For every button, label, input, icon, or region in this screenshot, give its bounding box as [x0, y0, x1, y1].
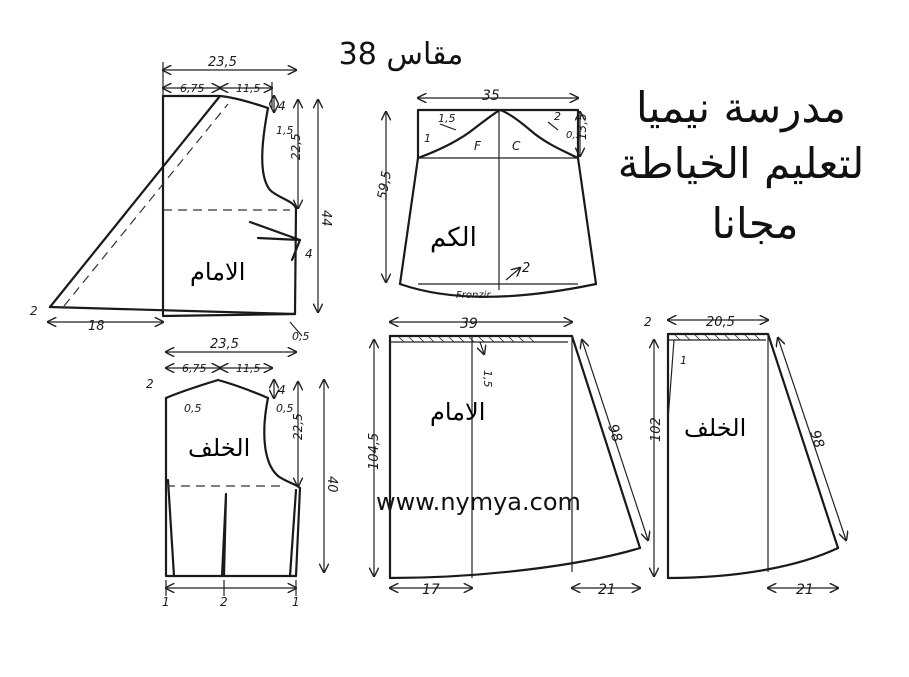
bodice-back-neck-drop: 2 — [146, 377, 154, 391]
sleeve-hem-curve: 2 — [522, 261, 530, 276]
sleeve-length: 59,5 — [375, 170, 395, 201]
school-free: مجانا — [711, 199, 799, 248]
skirt-back-hem-right: 21 — [796, 582, 814, 598]
skirt-front-label: الامام — [430, 398, 485, 426]
sleeve-width: 35 — [482, 88, 500, 104]
school-subtitle: لتعليم الخياطة — [617, 139, 865, 188]
bodice-back-armhole: 22,5 — [291, 413, 305, 440]
sleeve-left-curve: 1,5 — [438, 112, 456, 125]
bodice-front-width: 23,5 — [208, 55, 237, 70]
bodice-back-piece — [166, 352, 324, 596]
bodice-front-dart: 4 — [305, 247, 313, 261]
skirt-front-length: 104,5 — [367, 433, 382, 470]
skirt-front-hem-left: 17 — [422, 582, 440, 598]
skirt-front-piece — [374, 322, 648, 588]
bodice-back-hem-mid: 2 — [220, 595, 228, 609]
sleeve-piece — [386, 98, 598, 298]
bodice-back-neck-curve: 0,5 — [184, 402, 202, 415]
bodice-front-shoulder-w: 11,5 — [236, 82, 261, 95]
bodice-front-drop: 4 — [278, 99, 286, 113]
skirt-back-side: 98 — [806, 428, 827, 450]
skirt-back-width: 20,5 — [706, 315, 735, 330]
bodice-back-neck-w: 6,75 — [182, 362, 207, 375]
bodice-back-length: 40 — [324, 476, 339, 493]
skirt-front-hem-right: 21 — [598, 582, 616, 598]
skirt-front-side: 98 — [604, 422, 625, 444]
sleeve-label: الكم — [430, 223, 477, 253]
sleeve-right-curve: 2 — [554, 110, 561, 123]
sleeve-note: Fronzir — [456, 290, 491, 301]
bodice-front-label: الامام — [190, 258, 245, 286]
sleeve-cap-h: 13,5 — [575, 113, 589, 140]
bodice-back-shoulder-curve: 0,5 — [276, 402, 294, 415]
sleeve-side-right: 0,5 — [566, 130, 582, 141]
skirt-back-label: الخلف — [684, 414, 746, 442]
bodice-back-hem-right: 1 — [292, 595, 300, 609]
skirt-front-width: 39 — [460, 316, 478, 332]
bodice-front-neck-w: 6,75 — [180, 82, 205, 95]
bodice-front-ext-w: 18 — [88, 319, 105, 334]
sleeve-c: C — [512, 139, 521, 153]
bodice-front-hem: 0,5 — [292, 330, 310, 343]
bodice-back-label: الخلف — [188, 434, 250, 462]
website: www.nymya.com — [376, 488, 581, 516]
school-name: مدرسة نيميا — [636, 83, 846, 132]
bodice-back-drop: 4 — [278, 383, 286, 397]
bodice-front-length: 44 — [318, 210, 333, 227]
skirt-back-length: 102 — [649, 417, 664, 442]
size-label: مقاس 38 — [338, 37, 464, 72]
skirt-back-piece — [654, 320, 846, 588]
sleeve-f: F — [474, 139, 482, 153]
skirt-back-waist: 1 — [680, 354, 687, 367]
bodice-front-curve: 1,5 — [276, 124, 294, 137]
bodice-front-piece — [48, 62, 318, 337]
skirt-front-waist: 1,5 — [481, 370, 494, 388]
bodice-back-shoulder-w: 11,5 — [236, 362, 261, 375]
bodice-front-armhole: 22,5 — [289, 133, 303, 160]
bodice-back-hem-left: 1 — [162, 595, 170, 609]
bodice-front-ext: 2 — [30, 304, 38, 318]
skirt-back-waist-drop: 2 — [644, 315, 652, 329]
sleeve-side: 1 — [424, 132, 431, 145]
bodice-back-width: 23,5 — [210, 337, 239, 352]
